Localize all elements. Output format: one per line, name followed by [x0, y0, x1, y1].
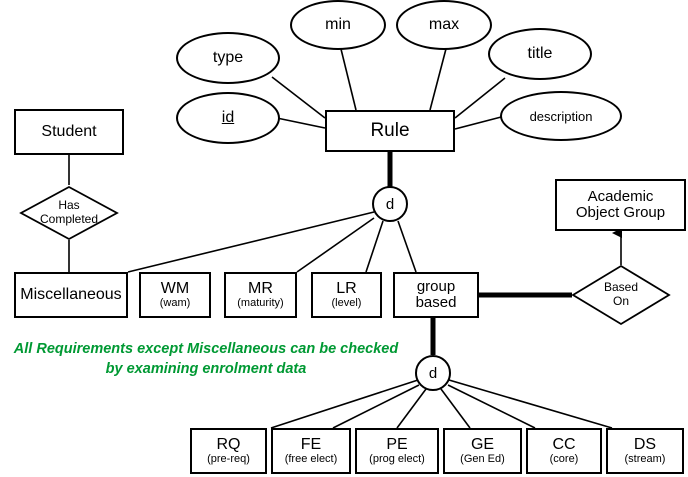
- entity-group-based-label-line2: based: [415, 294, 457, 311]
- line-rule-description: [454, 115, 506, 130]
- entity-rule-label: Rule: [370, 120, 410, 142]
- line-d2-fe: [332, 384, 420, 429]
- entity-academic-object-group-label-line1: Academic: [587, 188, 654, 206]
- entity-wm[interactable]: WM (wam): [139, 272, 211, 318]
- entity-wm-sublabel: (wam): [159, 296, 191, 309]
- attribute-min[interactable]: min: [290, 0, 386, 50]
- relationship-based-on-line1: Based: [603, 280, 639, 295]
- line-d1-groupbased: [397, 220, 417, 273]
- relationship-has-completed-line1: Has: [58, 198, 80, 213]
- annotation-note: All Requirements except Miscellaneous ca…: [6, 340, 406, 379]
- entity-ge[interactable]: GE (Gen Ed): [443, 428, 522, 474]
- attribute-description-label: description: [529, 108, 593, 124]
- entity-wm-label: WM: [160, 279, 190, 297]
- entity-pe-sublabel: (prog elect): [369, 452, 425, 465]
- entity-rq-sublabel: (pre-req): [207, 452, 250, 465]
- entity-ds-label: DS: [633, 435, 657, 453]
- specialization-circle-rule-disjoint[interactable]: d: [372, 186, 408, 222]
- attribute-min-label: min: [325, 16, 351, 33]
- entity-fe-label: FE: [300, 435, 322, 453]
- attribute-description[interactable]: description: [500, 91, 622, 141]
- entity-lr-sublabel: (level): [331, 296, 362, 309]
- entity-cc-sublabel: (core): [549, 452, 579, 465]
- based-on-diamond-shape: [571, 264, 671, 326]
- entity-miscellaneous-label: Miscellaneous: [20, 285, 122, 303]
- entity-fe-sublabel: (free elect): [284, 452, 338, 465]
- entity-miscellaneous[interactable]: Miscellaneous: [14, 272, 128, 318]
- entity-group-based-label-line1: group: [416, 278, 456, 296]
- annotation-note-line1: All Requirements except Miscellaneous ca…: [13, 341, 399, 357]
- entity-ge-sublabel: (Gen Ed): [460, 452, 505, 465]
- relationship-has-completed[interactable]: Has Completed: [19, 185, 119, 241]
- entity-rq[interactable]: RQ (pre-req): [190, 428, 267, 474]
- entity-pe-label: PE: [386, 435, 408, 453]
- line-d1-miscellaneous: [127, 211, 375, 273]
- entity-ds-sublabel: (stream): [624, 452, 666, 465]
- entity-rq-label: RQ: [216, 435, 241, 453]
- attribute-max[interactable]: max: [396, 0, 492, 50]
- entity-student-label: Student: [41, 122, 97, 140]
- has-completed-diamond-shape: [19, 185, 119, 241]
- attribute-max-label: max: [428, 16, 460, 33]
- specialization-rule-disjoint-label: d: [385, 195, 395, 213]
- attribute-type-label: type: [212, 49, 244, 66]
- relationship-based-on-line2: On: [612, 294, 629, 308]
- relationship-based-on[interactable]: Based On: [571, 264, 671, 326]
- line-rule-type: [271, 76, 326, 119]
- attribute-id[interactable]: id: [176, 92, 280, 144]
- entity-academic-object-group[interactable]: Academic Object Group: [555, 179, 686, 231]
- annotation-note-line2: by examining enrolment data: [105, 360, 307, 377]
- attribute-type[interactable]: type: [176, 32, 280, 84]
- line-rule-max: [429, 44, 448, 111]
- line-d1-lr: [365, 220, 384, 273]
- entity-mr-sublabel: (maturity): [237, 296, 284, 309]
- entity-rule[interactable]: Rule: [325, 110, 455, 152]
- line-rule-title: [454, 77, 506, 119]
- attribute-title-label: title: [527, 45, 553, 62]
- entity-mr-label: MR: [248, 279, 273, 297]
- entity-fe[interactable]: FE (free elect): [271, 428, 351, 474]
- line-d2-cc: [447, 384, 536, 429]
- entity-group-based[interactable]: group based: [393, 272, 479, 318]
- attribute-id-label: id: [221, 109, 235, 126]
- line-d1-mr: [296, 217, 375, 273]
- entity-cc-label: CC: [552, 435, 576, 453]
- line-d2-ge: [440, 388, 471, 429]
- line-d2-pe: [396, 388, 427, 429]
- relationship-has-completed-line2: Completed: [39, 212, 99, 226]
- specialization-group-disjoint-label: d: [428, 364, 438, 382]
- line-rule-min: [339, 44, 357, 111]
- line-rule-id: [271, 116, 326, 129]
- entity-academic-object-group-label-line2: Object Group: [575, 204, 666, 221]
- entity-pe[interactable]: PE (prog elect): [355, 428, 439, 474]
- specialization-circle-group-disjoint[interactable]: d: [415, 355, 451, 391]
- entity-student[interactable]: Student: [14, 109, 124, 155]
- entity-lr-label: LR: [336, 279, 357, 297]
- line-d2-ds: [448, 379, 613, 429]
- entity-mr[interactable]: MR (maturity): [224, 272, 297, 318]
- line-d2-rq: [270, 379, 419, 429]
- entity-ds[interactable]: DS (stream): [606, 428, 684, 474]
- attribute-title[interactable]: title: [488, 28, 592, 80]
- entity-lr[interactable]: LR (level): [311, 272, 382, 318]
- entity-cc[interactable]: CC (core): [526, 428, 602, 474]
- entity-ge-label: GE: [470, 435, 495, 453]
